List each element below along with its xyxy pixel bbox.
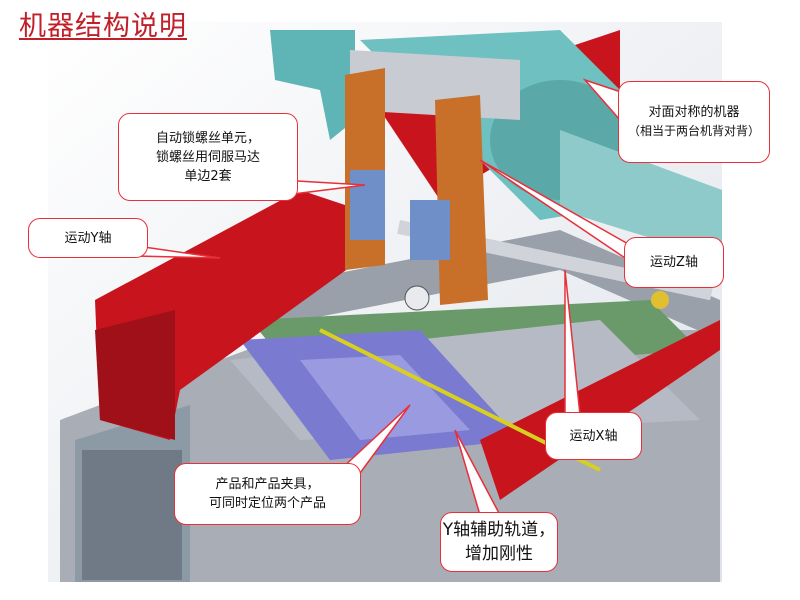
callout-text: 运动Y轴 (64, 230, 112, 246)
callout-text: 运动X轴 (569, 428, 618, 444)
callout-line: 可同时定位两个产品 (208, 496, 326, 511)
callout-line: （相当于两台机背对背） (627, 124, 760, 138)
callout-product-fixture: 产品和产品夹具， 可同时定位两个产品 (174, 463, 361, 525)
callout-line: 增加刚性 (464, 544, 533, 564)
callout-line: 锁螺丝用伺服马达 (155, 149, 260, 165)
callout-y-aux-rail: Y轴辅助轨道， 增加刚性 (440, 512, 558, 572)
page-title: 机器结构说明 (19, 11, 187, 42)
callout-y-axis: 运动Y轴 (28, 218, 148, 258)
callout-line: Y轴辅助轨道， (442, 520, 556, 540)
callout-pointers (128, 78, 631, 516)
callout-line: 自动锁螺丝单元， (155, 130, 260, 146)
callout-text: 运动Z轴 (650, 255, 698, 270)
callout-screw-unit: 自动锁螺丝单元， 锁螺丝用伺服马达单边2套 (118, 113, 298, 201)
callout-line: 产品和产品夹具， (215, 477, 320, 492)
callout-z-axis: 运动Z轴 (624, 237, 724, 288)
callout-x-axis: 运动X轴 (545, 412, 642, 460)
callout-line: 对面对称的机器 (648, 105, 740, 120)
callout-mirror-machine: 对面对称的机器 （相当于两台机背对背） (618, 81, 770, 163)
callout-line: 单边2套 (184, 168, 232, 184)
